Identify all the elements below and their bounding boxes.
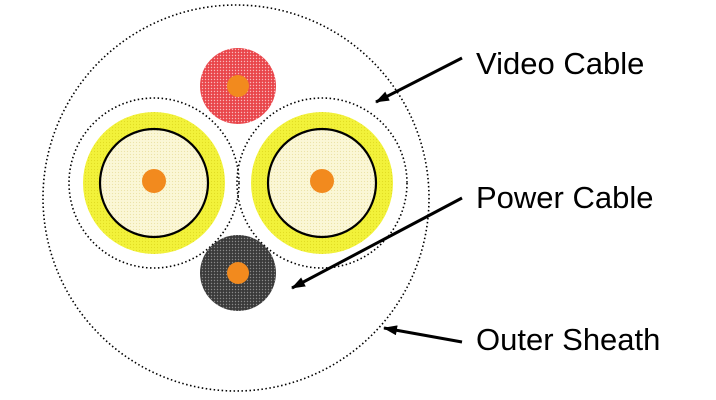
power-cable-right xyxy=(236,97,408,269)
video-cable-label: Video Cable xyxy=(476,46,644,81)
power-cable-label: Power Cable xyxy=(476,180,653,215)
video-cable-dark xyxy=(200,235,276,311)
outer-sheath-label: Outer Sheath xyxy=(476,322,660,357)
outer-sheath-circle xyxy=(42,4,430,392)
power-cable-left xyxy=(68,97,240,269)
video-cable-arrow xyxy=(375,56,463,104)
conductor-dot xyxy=(227,262,249,284)
conductor-dot xyxy=(227,75,249,97)
power-cable-arrow xyxy=(291,196,463,290)
conductor-dot xyxy=(142,169,166,193)
conductor-dot xyxy=(310,169,334,193)
video-cable-red xyxy=(200,48,276,124)
outer-sheath-arrow xyxy=(383,325,463,344)
